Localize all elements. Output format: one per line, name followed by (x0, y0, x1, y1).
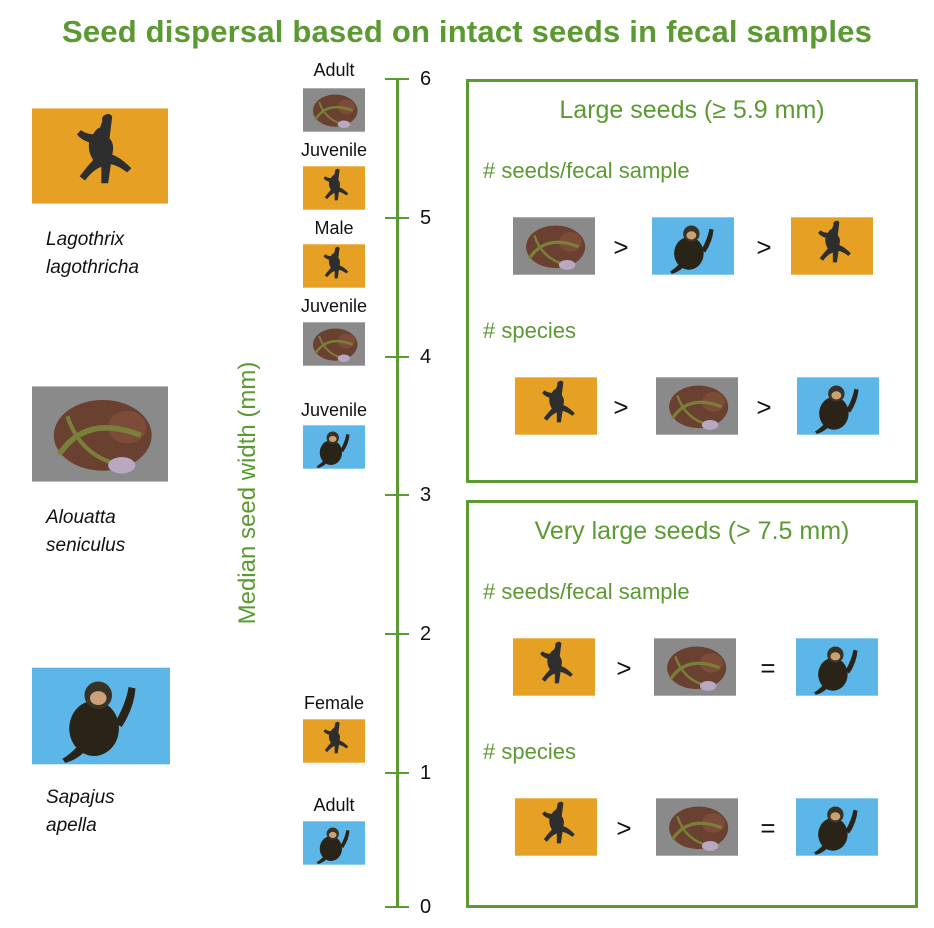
point-label: Male (314, 218, 354, 238)
y-tick (385, 633, 409, 635)
point-label: Juvenile (300, 140, 368, 160)
comparison-operator: = (760, 813, 776, 843)
woolly-monkey-icon (32, 98, 168, 214)
species-name-alouatta: Alouatta seniculus (46, 504, 125, 560)
capuchin-monkey-icon (303, 421, 365, 473)
howler-monkey-icon (303, 83, 365, 137)
box-title: Large seeds (≥ 5.9 mm) (559, 96, 825, 124)
rank-thumb-howler (656, 372, 738, 440)
species-name-sapajus: Sapajus apella (46, 784, 115, 840)
species-name-line1: Alouatta (46, 507, 116, 528)
y-tick (385, 217, 409, 219)
rank-thumb-howler (656, 793, 738, 861)
box-title: Very large seeds (> 7.5 mm) (534, 517, 850, 545)
very-large-seeds-box: Very large seeds (> 7.5 mm) # seeds/feca… (466, 500, 918, 908)
point-thumb-capuchin (303, 421, 365, 473)
howler-monkey-icon (656, 793, 738, 861)
figure-title: Seed dispersal based on intact seeds in … (61, 14, 873, 49)
woolly-monkey-icon (515, 372, 597, 440)
rank-thumb-woolly (515, 793, 597, 861)
y-tick-label: 4 (420, 346, 432, 368)
point-label: Juvenile (300, 296, 368, 316)
capuchin-monkey-icon (797, 372, 879, 440)
rank-thumb-woolly (515, 372, 597, 440)
y-tick-label: 2 (420, 623, 432, 645)
comparison-operator: = (760, 653, 776, 683)
species-name-line2: apella (46, 815, 97, 836)
point-thumb-woolly (303, 162, 365, 214)
species-name-line1: Lagothrix (46, 229, 125, 250)
capuchin-monkey-photo (32, 658, 170, 779)
row-heading: # seeds/fecal sample (483, 158, 690, 183)
howler-monkey-icon (32, 377, 168, 491)
capuchin-monkey-icon (32, 658, 170, 774)
y-tick (385, 356, 409, 358)
point-label: Adult (313, 795, 355, 815)
howler-monkey-icon (654, 633, 736, 701)
point-label: Female (303, 693, 365, 713)
y-tick (385, 906, 409, 908)
point-label: Juvenile (300, 400, 368, 420)
y-tick-label: 3 (420, 484, 432, 506)
woolly-monkey-icon (303, 715, 365, 767)
howler-monkey-photo (32, 377, 168, 496)
row-heading: # species (483, 739, 576, 764)
howler-monkey-icon (303, 318, 365, 370)
rank-thumb-howler (654, 633, 736, 701)
y-tick-label: 6 (420, 68, 432, 90)
capuchin-monkey-icon (303, 817, 365, 869)
woolly-monkey-icon (303, 162, 365, 214)
woolly-monkey-icon (515, 793, 597, 861)
comparison-operator: > (613, 232, 629, 262)
row-heading: # species (483, 318, 576, 343)
species-name-line2: lagothricha (46, 257, 139, 278)
comparison-operator: > (613, 392, 629, 422)
rank-thumb-woolly (791, 212, 873, 280)
point-thumb-howler (303, 318, 365, 370)
y-axis-line (396, 78, 399, 908)
y-tick-label: 1 (420, 762, 432, 784)
point-thumb-woolly (303, 715, 365, 767)
y-tick-label: 5 (420, 207, 432, 229)
rank-thumb-capuchin (797, 372, 879, 440)
rank-thumb-capuchin (796, 793, 878, 861)
woolly-monkey-icon (303, 240, 365, 292)
rank-thumb-capuchin (652, 212, 734, 280)
rank-thumb-howler (513, 212, 595, 280)
large-seeds-box: Large seeds (≥ 5.9 mm) # seeds/fecal sam… (466, 79, 918, 483)
y-axis-label: Median seed width (mm) (234, 361, 261, 625)
y-tick (385, 494, 409, 496)
point-thumb-woolly (303, 240, 365, 292)
point-label: Adult (313, 60, 355, 80)
species-name-lagothrix: Lagothrix lagothricha (46, 226, 139, 282)
howler-monkey-icon (656, 372, 738, 440)
capuchin-monkey-icon (796, 793, 878, 861)
row-heading: # seeds/fecal sample (483, 579, 690, 604)
y-tick (385, 78, 409, 80)
y-tick (385, 772, 409, 774)
rank-thumb-woolly (513, 633, 595, 701)
capuchin-monkey-icon (652, 212, 734, 280)
woolly-monkey-icon (791, 212, 873, 280)
capuchin-monkey-icon (796, 633, 878, 701)
rank-thumb-capuchin (796, 633, 878, 701)
point-thumb-howler (303, 83, 365, 137)
point-thumb-capuchin (303, 817, 365, 869)
comparison-operator: > (616, 653, 632, 683)
species-name-line1: Sapajus (46, 787, 115, 808)
y-tick-label: 0 (420, 896, 432, 918)
woolly-monkey-photo (32, 98, 168, 219)
woolly-monkey-icon (513, 633, 595, 701)
comparison-operator: > (756, 232, 772, 262)
howler-monkey-icon (513, 212, 595, 280)
comparison-operator: > (756, 392, 772, 422)
comparison-operator: > (616, 813, 632, 843)
species-name-line2: seniculus (46, 535, 126, 556)
